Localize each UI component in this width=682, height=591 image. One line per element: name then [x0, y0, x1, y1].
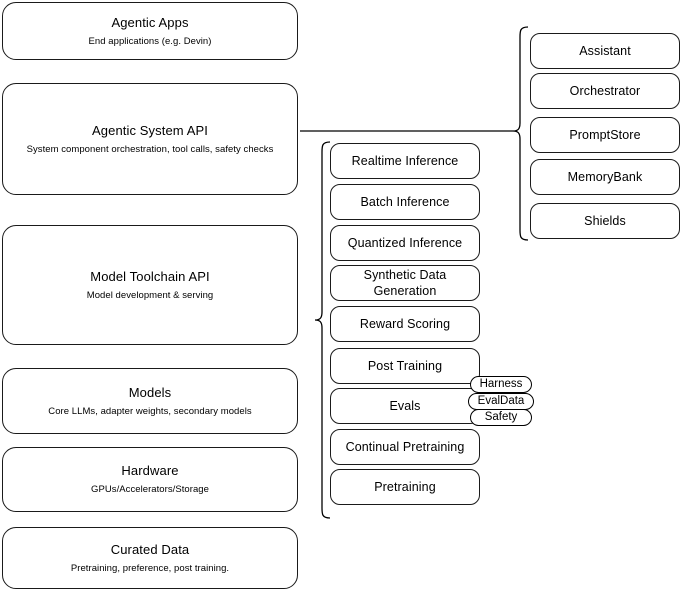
layer-subtitle: GPUs/Accelerators/Storage — [91, 484, 209, 495]
capability-reward-scoring[interactable]: Reward Scoring — [330, 306, 480, 342]
capability-label: Pretraining — [374, 480, 436, 494]
evals-pill-harness[interactable]: Harness — [470, 376, 532, 393]
component-orchestrator[interactable]: Orchestrator — [530, 73, 680, 109]
component-assistant[interactable]: Assistant — [530, 33, 680, 69]
capability-label: Realtime Inference — [351, 154, 459, 168]
capability-label: Quantized Inference — [347, 236, 463, 250]
capability-batch-inference[interactable]: Batch Inference — [330, 184, 480, 220]
capability-label: Continual Pretraining — [345, 440, 465, 454]
component-label: PromptStore — [569, 128, 641, 142]
layer-subtitle: End applications (e.g. Devin) — [88, 35, 212, 47]
evals-pill-evaldata[interactable]: EvalData — [468, 393, 534, 410]
capability-evals[interactable]: Evals — [330, 388, 480, 424]
capability-pretraining[interactable]: Pretraining — [330, 469, 480, 505]
component-label: Assistant — [579, 44, 631, 58]
capability-label: Batch Inference — [360, 195, 450, 209]
layer-subtitle: Pretraining, preference, post training. — [70, 562, 230, 574]
evals-pill-safety[interactable]: Safety — [470, 409, 532, 426]
capability-label: Synthetic Data Generation — [363, 268, 447, 298]
component-promptstore[interactable]: PromptStore — [530, 117, 680, 153]
layer-curated-data[interactable]: Curated Data Pretraining, preference, po… — [2, 527, 298, 589]
layer-hardware[interactable]: Hardware GPUs/Accelerators/Storage — [2, 447, 298, 512]
component-label: Orchestrator — [569, 84, 641, 98]
capability-quantized-inference[interactable]: Quantized Inference — [330, 225, 480, 261]
component-label: Shields — [584, 214, 626, 228]
capability-post-training[interactable]: Post Training — [330, 348, 480, 384]
layer-title: Models — [128, 384, 172, 400]
layer-subtitle: Model development & serving — [86, 289, 214, 301]
capability-synthetic-data-generation[interactable]: Synthetic Data Generation — [330, 265, 480, 301]
layer-title: Hardware — [121, 463, 179, 478]
component-memorybank[interactable]: MemoryBank — [530, 159, 680, 195]
layer-model-toolchain-api[interactable]: Model Toolchain API Model development & … — [2, 225, 298, 345]
layer-title: Model Toolchain API — [90, 268, 210, 284]
layer-title: Agentic System API — [92, 122, 208, 138]
capability-realtime-inference[interactable]: Realtime Inference — [330, 143, 480, 179]
layer-agentic-system-api[interactable]: Agentic System API System component orch… — [2, 83, 298, 195]
brace-system-components — [512, 26, 529, 241]
layer-agentic-apps[interactable]: Agentic Apps End applications (e.g. Devi… — [2, 2, 298, 60]
layer-title: Curated Data — [110, 541, 190, 557]
layer-subtitle: Core LLMs, adapter weights, secondary mo… — [48, 405, 252, 417]
capability-label: Reward Scoring — [359, 317, 451, 331]
layer-models[interactable]: Models Core LLMs, adapter weights, secon… — [2, 368, 298, 434]
layer-title: Agentic Apps — [111, 14, 189, 30]
component-shields[interactable]: Shields — [530, 203, 680, 239]
capability-continual-pretraining[interactable]: Continual Pretraining — [330, 429, 480, 465]
capability-label: Post Training — [367, 359, 443, 373]
component-label: MemoryBank — [567, 170, 643, 184]
capability-label: Evals — [389, 399, 421, 413]
brace-toolchain-capabilities — [314, 141, 331, 519]
layer-subtitle: System component orchestration, tool cal… — [26, 143, 274, 155]
